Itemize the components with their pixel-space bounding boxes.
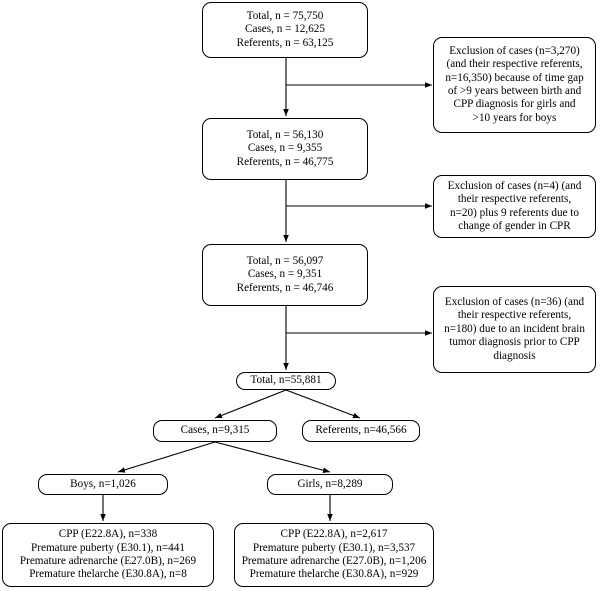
box-text-line: Premature thelarche (E30.8A), n=8 <box>29 568 187 581</box>
arrow-total-final-to-referents <box>285 389 361 419</box>
box-exclusion-1: Exclusion of cases (n=3,270)(and their r… <box>433 37 596 133</box>
box-cases: Cases, n=9,315 <box>153 420 277 442</box>
box-text-line: tumor diagnosis prior to CPP <box>449 336 580 349</box>
box-text-line: n=180) due to an incident brain <box>444 322 585 335</box>
arrow-cases-to-girls <box>214 441 331 473</box>
box-text-line: Exclusion of cases (n=4) (and <box>447 179 582 192</box>
box-text-line: diagnosis <box>493 349 536 362</box>
box-girls: Girls, n=8,289 <box>267 474 393 495</box>
box-text-line: Total, n = 75,750 <box>246 9 324 22</box>
box-text-line: Total, n=55,881 <box>250 374 322 387</box>
box-text-line: Referents, n = 63,125 <box>236 36 334 49</box>
box-text-line: Boys, n=1,026 <box>70 477 136 490</box>
box-referents: Referents, n=46,566 <box>302 420 420 442</box>
box-text-line: their respective referents, <box>457 193 572 206</box>
box-text-line: CPP diagnosis for girls and <box>453 98 576 111</box>
box-text-line: CPP (E22.8A), n=338 <box>58 528 158 541</box>
box-text-line: Premature thelarche (E30.8A), n=929 <box>249 568 419 581</box>
box-text-line: Cases, n = 9,355 <box>247 142 323 155</box>
arrow-total-final-to-cases <box>214 389 287 419</box>
box-text-line: their respective referents, <box>457 309 572 322</box>
box-text-line: >10 years for boys <box>472 111 557 124</box>
box-text-line: change of gender in CPR <box>458 219 571 232</box>
box-text-line: n=20) plus 9 referents due to <box>449 206 580 219</box>
box-text-line: Premature adrenarche (E27.0B), n=269 <box>19 555 197 567</box>
box-text-line: Exclusion of cases (n=3,270) <box>449 44 580 57</box>
box-text-line: Total, n = 56,097 <box>246 254 324 267</box>
box-text-line: Exclusion of cases (n=36) (and <box>444 295 585 308</box>
box-text-line: Premature adrenarche (E27.0B), n=1,206 <box>241 555 427 567</box>
arrow-cases-to-boys <box>117 441 216 473</box>
box-text-line: Total, n = 56,130 <box>246 128 324 141</box>
box-text-line: of >9 years between birth and <box>447 85 582 97</box>
box-text-line: Cases, n = 12,625 <box>245 23 325 36</box>
box-text-line: Premature puberty (E30.1), n=441 <box>31 541 185 554</box>
box-text-line: (and their respective referents, <box>446 58 583 71</box>
box-total-final: Total, n=55,881 <box>236 372 336 390</box>
box-text-line: CPP (E22.8A), n=2,617 <box>280 528 388 541</box>
box-text-line: Referents, n = 46,775 <box>236 155 334 168</box>
box-boys: Boys, n=1,026 <box>38 474 168 495</box>
box-text-line: n=16,350) because of time gap <box>445 71 584 84</box>
box-text-line: Cases, n=9,315 <box>180 424 250 437</box>
box-text-line: Cases, n = 9,351 <box>247 268 323 281</box>
box-text-line: Premature puberty (E30.1), n=3,537 <box>252 541 416 554</box>
box-text-line: Referents, n=46,566 <box>315 424 407 437</box>
box-text-line: Girls, n=8,289 <box>297 477 363 490</box>
box-text-line: Referents, n = 46,746 <box>236 281 334 294</box>
